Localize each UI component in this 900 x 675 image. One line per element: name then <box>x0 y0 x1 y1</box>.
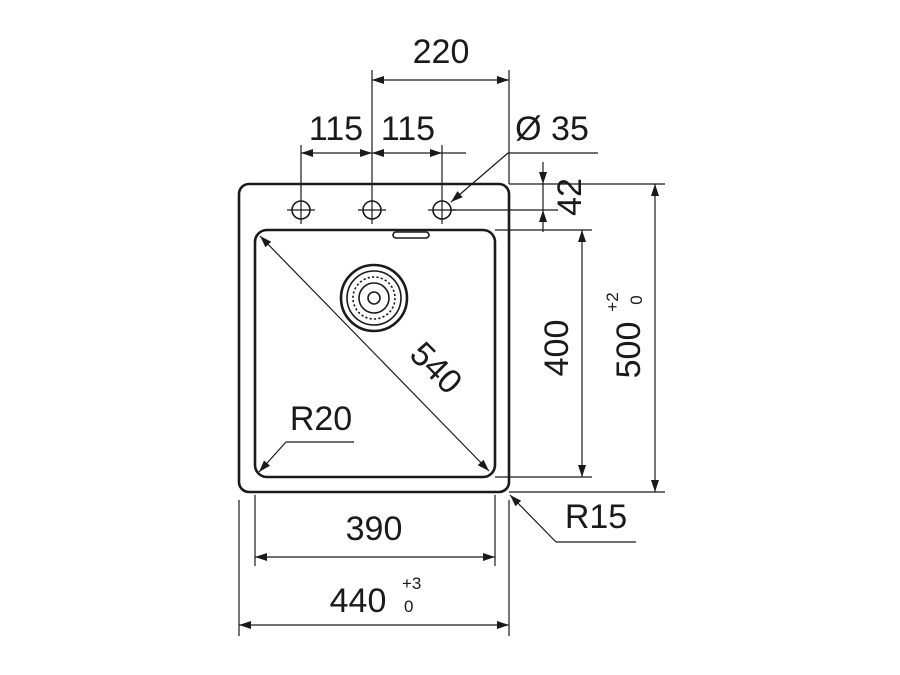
label-440-tol-upper: +3 <box>402 574 421 593</box>
sink-body <box>237 182 511 494</box>
label-115-right: 115 <box>381 110 435 148</box>
label-390: 390 <box>346 510 403 548</box>
label-115-left: 115 <box>309 110 363 148</box>
sink-outer-outline <box>237 182 511 494</box>
tap-holes <box>287 196 456 224</box>
label-500-tol-upper: +2 <box>603 292 622 311</box>
tap-hole-center <box>358 196 386 224</box>
tap-hole-left <box>287 196 315 224</box>
label-500-tol-lower: 0 <box>627 295 646 304</box>
label-r15: R15 <box>565 498 627 536</box>
dimension-outer-radius: R15 <box>509 494 636 543</box>
label-440: 440 <box>330 582 387 620</box>
dimension-bowl-depth: 400 <box>495 229 592 478</box>
label-42: 42 <box>551 178 589 216</box>
dimension-hole-diameter: Ø 35 <box>450 110 598 203</box>
dimension-tap-offset: 42 <box>451 162 596 232</box>
dimension-overall-depth: 500 +2 0 <box>509 183 665 493</box>
bowl-outline <box>253 228 497 479</box>
label-r20: R20 <box>290 400 352 438</box>
label-440-tol-lower: 0 <box>404 597 413 616</box>
overflow-slot <box>392 231 430 239</box>
dimension-tap-spacing: 115 115 <box>300 110 466 196</box>
label-diameter-35: Ø 35 <box>515 110 589 148</box>
dimension-bowl-width: 390 <box>254 495 496 566</box>
label-400: 400 <box>538 320 576 377</box>
dimension-overall-width: 440 +3 0 <box>238 500 510 636</box>
dimension-tap-span: 220 <box>371 33 510 196</box>
label-220: 220 <box>413 33 470 71</box>
drain-strainer <box>339 263 409 333</box>
dimension-bowl-radius: R20 <box>258 400 354 473</box>
label-500: 500 <box>610 322 648 379</box>
